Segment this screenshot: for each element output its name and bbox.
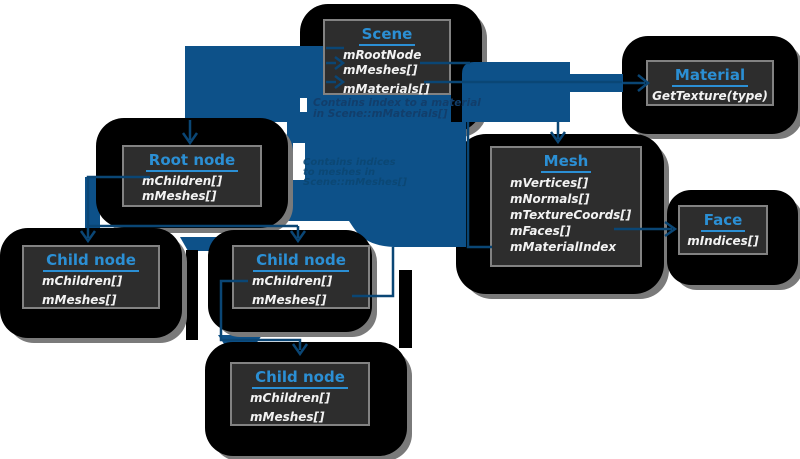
member-label: mChildren[] (252, 274, 333, 288)
black-stripe-left (186, 250, 198, 340)
scene-title: Scene (325, 24, 449, 46)
child-3-members: mChildren[] mMeshes[] (232, 391, 368, 425)
node-child-3: Child node mChildren[] mMeshes[] (230, 362, 370, 426)
annotation-line: in Scene::mMaterials[] (313, 108, 448, 120)
node-child-2: Child node mChildren[] mMeshes[] (232, 245, 370, 309)
member-label: mIndices[] (687, 234, 759, 248)
black-stripe-right (399, 270, 412, 348)
child-1-title: Child node (24, 250, 158, 272)
root-title: Root node (124, 150, 260, 172)
member-label: mMeshes[] (250, 410, 325, 424)
member-label: mMaterialIndex (510, 240, 617, 254)
member-label: mMeshes[] (142, 189, 217, 203)
member-label: mMeshes[] (42, 293, 117, 307)
node-root: Root node mChildren[]mMeshes[] (122, 145, 262, 207)
child-1-members: mChildren[] mMeshes[] (24, 274, 158, 308)
material-members: GetTexture(type) (648, 89, 772, 104)
member-label: mMaterials[] (343, 82, 430, 96)
node-mesh: Mesh mVertices[] mNormals[] mTextureCoords… (490, 146, 642, 267)
mesh-title: Mesh (492, 151, 640, 173)
node-face: Face mIndices[] (678, 205, 768, 255)
child-2-members: mChildren[] mMeshes[] (234, 274, 368, 308)
annotation-line: Contains indices (303, 157, 396, 168)
face-title: Face (680, 210, 766, 232)
annotation-mesh-indices: Contains indices to meshes in Scene::mMe… (303, 158, 407, 188)
annotation-line: Contains index to a material (313, 97, 481, 109)
root-members: mChildren[]mMeshes[] (124, 174, 260, 204)
annotation-line: to meshes in (303, 167, 376, 178)
member-label: mChildren[] (142, 174, 223, 188)
child-3-title: Child node (232, 367, 368, 389)
material-title: Material (648, 65, 772, 87)
mesh-members: mVertices[] mNormals[] mTextureCoords[] mFa… (492, 175, 640, 255)
member-label: mMeshes[] (252, 293, 327, 307)
member-label: mMeshes[] (343, 63, 418, 77)
node-child-1: Child node mChildren[] mMeshes[] (22, 245, 160, 309)
member-label: mRootNode (343, 48, 422, 62)
member-label: mFaces[] (510, 224, 571, 238)
blue-band-to-material (570, 74, 623, 92)
member-label: mChildren[] (42, 274, 123, 288)
annotation-line: Scene::mMeshes[] (303, 177, 407, 188)
member-label: mVertices[] (510, 176, 589, 190)
node-material: Material GetTexture(type) (646, 60, 774, 106)
face-members: mIndices[] (680, 234, 766, 249)
annotation-material-index: Contains index to a material in Scene::m… (313, 98, 481, 120)
member-label: mNormals[] (510, 192, 590, 206)
member-label: mChildren[] (250, 391, 331, 405)
member-label: GetTexture(type) (652, 89, 768, 103)
member-label: mTextureCoords[] (510, 208, 632, 222)
child-2-title: Child node (234, 250, 368, 272)
